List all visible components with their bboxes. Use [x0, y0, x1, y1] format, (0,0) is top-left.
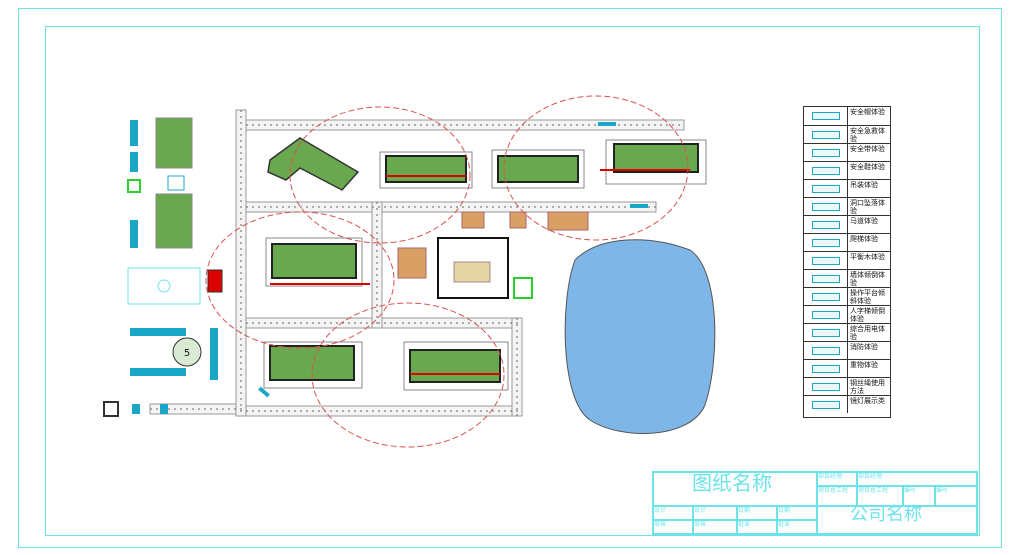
- a-ladder-icon: [804, 306, 848, 323]
- first-aid-icon: [804, 126, 848, 143]
- drawing-name: 图纸名称: [692, 471, 772, 495]
- legend-label: 安全带体验: [850, 145, 885, 153]
- center-yard: [437, 237, 509, 299]
- heavy-object-icon: [804, 360, 848, 377]
- legend-label: 吊装体验: [850, 181, 878, 189]
- legend-row: 墙体倾倒体验: [804, 269, 890, 287]
- walkway-icon: [804, 216, 848, 233]
- building-block-4: [600, 139, 707, 185]
- tb-row2-col3: 批准: [737, 520, 777, 534]
- legend-row: 爬梯体验: [804, 233, 890, 251]
- inner-frame: [45, 26, 980, 536]
- building-block-3: [491, 149, 585, 189]
- legend-label: 镜灯展示类: [850, 397, 885, 405]
- tb-row1-col2: 设计: [693, 506, 737, 520]
- court-label: 5: [184, 348, 190, 359]
- wire-rope-icon: [804, 378, 848, 395]
- ladder-icon: [804, 234, 848, 251]
- legend-row: 安全帽体验: [804, 107, 890, 125]
- green-marker: [513, 277, 533, 299]
- legend-row: 洞口坠落体验: [804, 197, 890, 215]
- number-value: 编号: [935, 486, 977, 506]
- electricity-icon: [804, 324, 848, 341]
- legend-row: 操作平台倾斜体验: [804, 287, 890, 305]
- legend-label: 重物体验: [850, 361, 878, 369]
- legend-row: 安全急救体验: [804, 125, 890, 143]
- legend-row: 综合用电体验: [804, 323, 890, 341]
- station-blocks: [397, 211, 589, 283]
- safety-belt-icon: [804, 144, 848, 161]
- safety-shoe-icon: [804, 162, 848, 179]
- legend-row: 钢丝绳使用方法: [804, 377, 890, 395]
- pm-label: 项目经理: [817, 472, 857, 486]
- title-block: 图纸名称 项目经理 项目经理 项目总工程 项目总工程 编号 编号 设计 设计 日…: [652, 471, 978, 535]
- wall-collapse-icon: [804, 270, 848, 287]
- tb-row1-col4: 日期: [777, 506, 817, 520]
- platform-tilt-icon: [804, 288, 848, 305]
- legend-label: 安全急救体验: [850, 127, 885, 143]
- left-training-area: [103, 117, 223, 417]
- opening-fall-icon: [804, 198, 848, 215]
- tb-row2-col1: 审核: [653, 520, 693, 534]
- safety-helmet-icon: [804, 107, 848, 125]
- legend-label: 安全帽体验: [850, 108, 885, 116]
- legend-row: 安全带体验: [804, 143, 890, 161]
- chief-value: 项目总工程: [857, 486, 903, 506]
- building-block-7: [403, 341, 509, 391]
- tb-row1-col3: 日期: [737, 506, 777, 520]
- legend-label: 消防体验: [850, 343, 878, 351]
- coverage-circles: [205, 95, 689, 448]
- outer-frame: [18, 8, 1002, 548]
- building-block-5: [265, 237, 370, 287]
- legend-row: 镜灯展示类: [804, 395, 890, 413]
- legend-row: 重物体验: [804, 359, 890, 377]
- pm-value: 项目经理: [857, 472, 977, 486]
- legend-label: 爬梯体验: [850, 235, 878, 243]
- legend-table: 安全帽体验安全急救体验安全带体验安全鞋体验吊装体验洞口坠落体验马道体验爬梯体验平…: [803, 106, 891, 418]
- legend-row: 马道体验: [804, 215, 890, 233]
- tb-row1-col1: 设计: [653, 506, 693, 520]
- tb-row2-col4: 批准: [777, 520, 817, 534]
- legend-label: 洞口坠落体验: [850, 199, 885, 215]
- lake: [564, 239, 716, 434]
- legend-label: 人字梯倾倒体验: [850, 307, 885, 323]
- legend-label: 综合用电体验: [850, 325, 885, 341]
- company-name: 公司名称: [850, 504, 922, 525]
- legend-label: 操作平台倾斜体验: [850, 289, 885, 305]
- building-block-1: [267, 137, 360, 191]
- legend-label: 钢丝绳使用方法: [850, 379, 885, 395]
- legend-label: 墙体倾倒体验: [850, 271, 885, 287]
- legend-label: 马道体验: [850, 217, 878, 225]
- hoisting-icon: [804, 180, 848, 197]
- balance-beam-icon: [804, 252, 848, 269]
- building-block-2: [379, 151, 473, 189]
- legend-label: 平衡木体验: [850, 253, 885, 261]
- chief-label: 项目总工程: [817, 486, 857, 506]
- legend-row: 消防体验: [804, 341, 890, 359]
- fire-icon: [804, 342, 848, 359]
- lamp-display-icon: [804, 396, 848, 413]
- legend-row: 吊装体验: [804, 179, 890, 197]
- legend-row: 人字梯倾倒体验: [804, 305, 890, 323]
- legend-row: 平衡木体验: [804, 251, 890, 269]
- legend-row: 安全鞋体验: [804, 161, 890, 179]
- number-label: 编号: [903, 486, 935, 506]
- legend-label: 安全鞋体验: [850, 163, 885, 171]
- tb-row2-col2: 审核: [693, 520, 737, 534]
